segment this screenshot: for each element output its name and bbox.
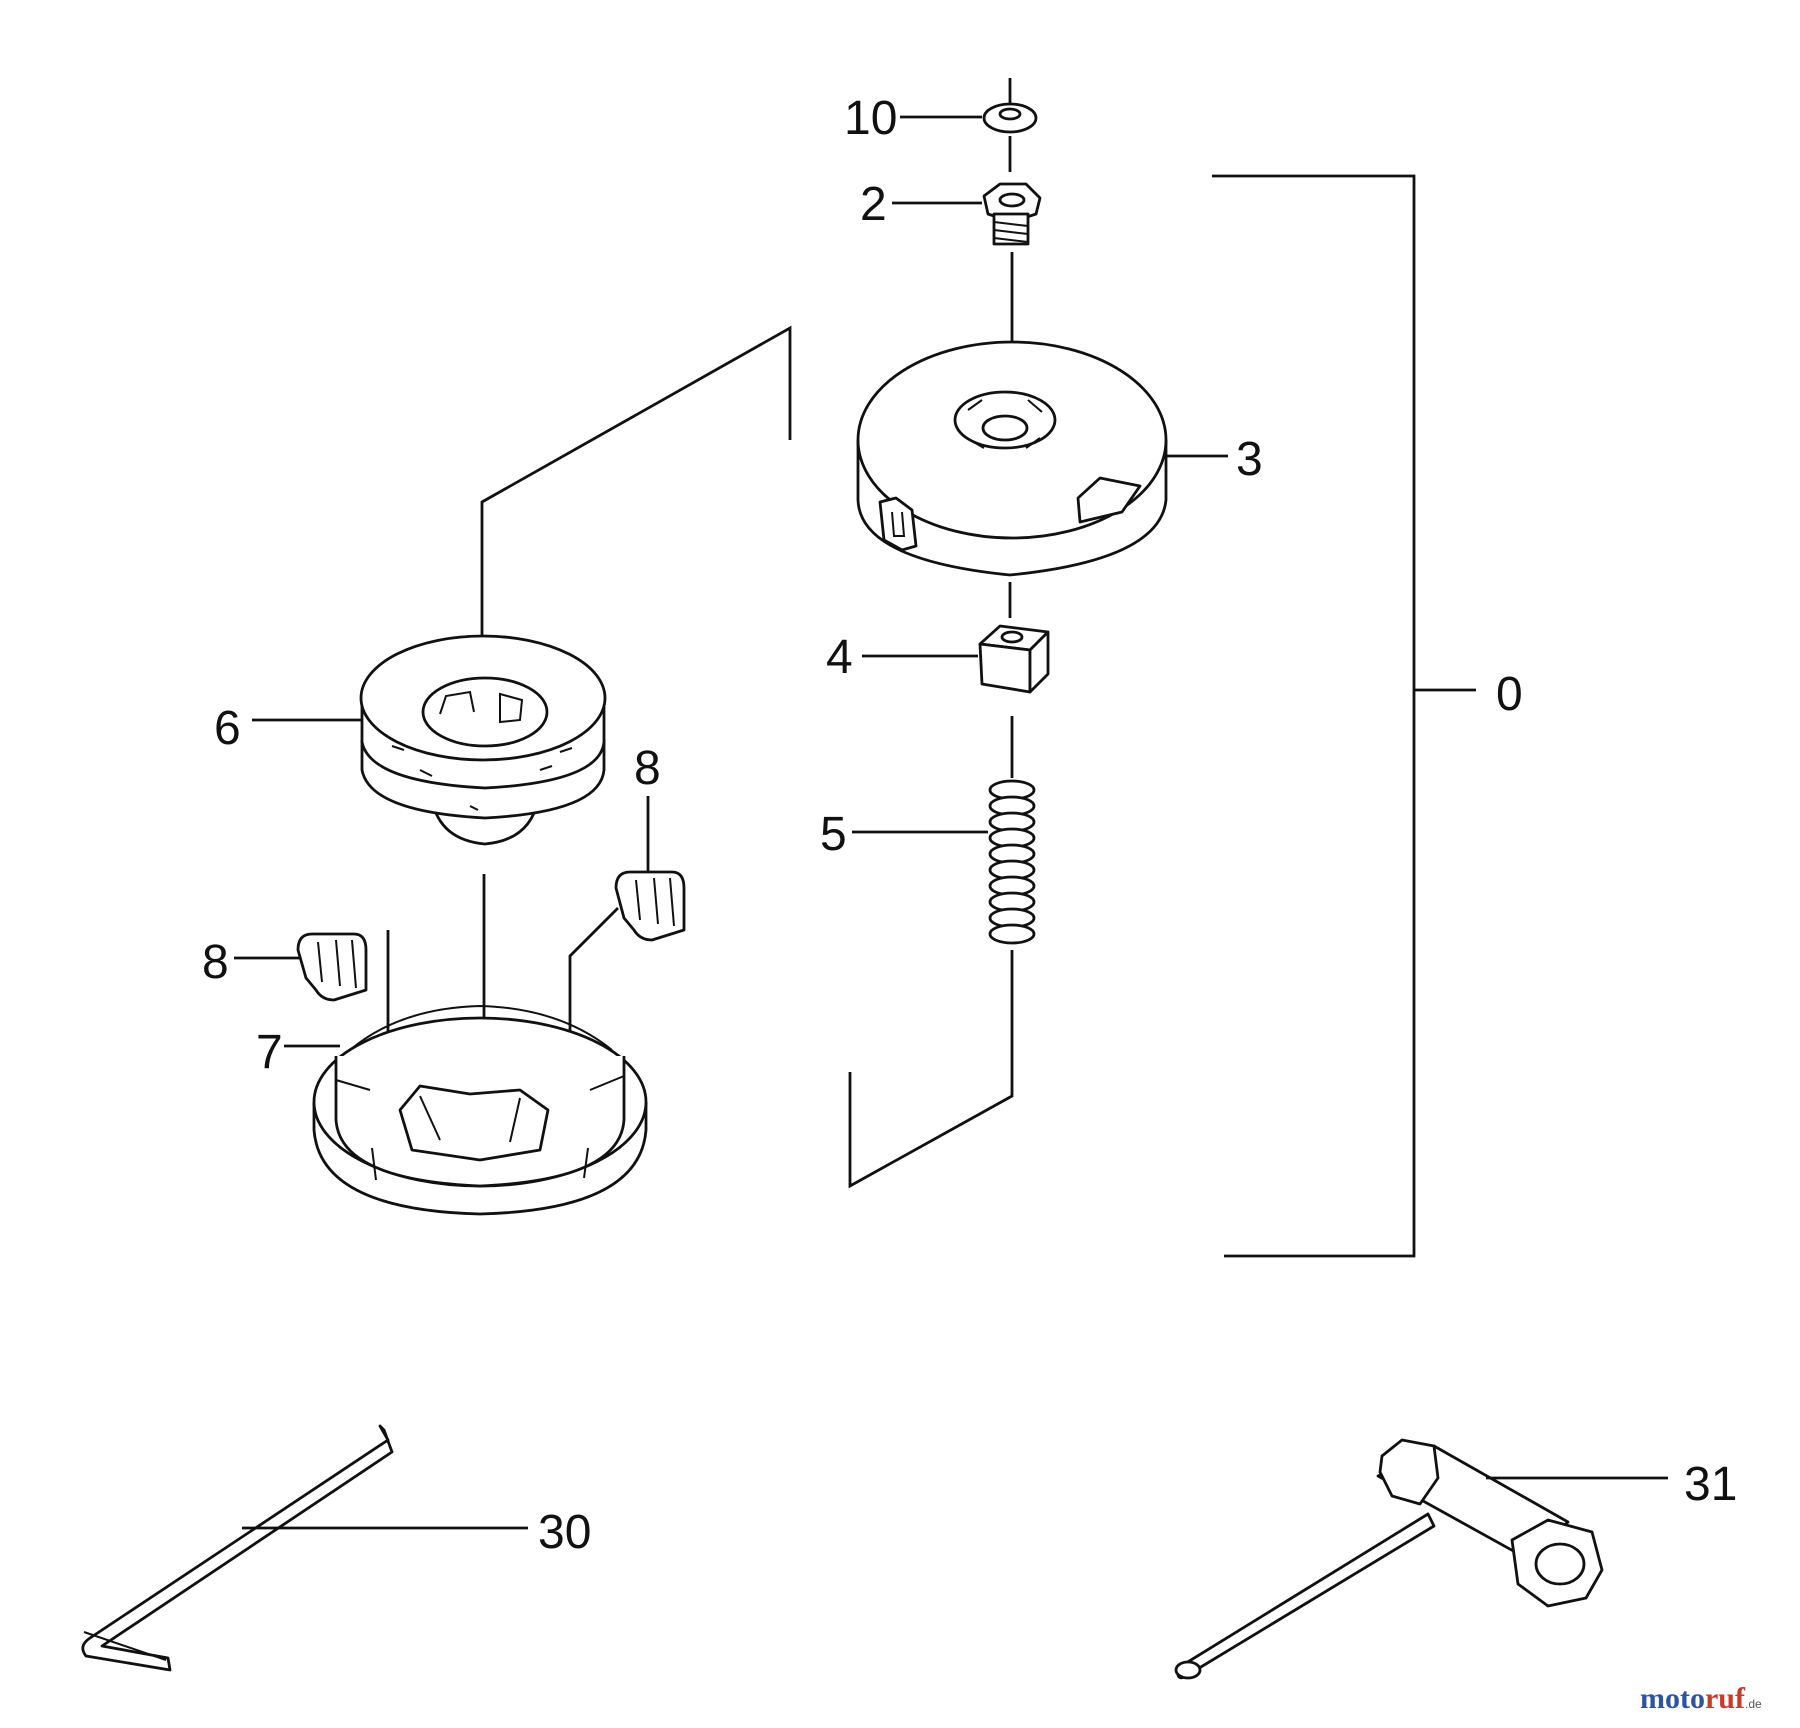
spool-cover-part-3 (856, 340, 1228, 577)
callout-10: 10 (844, 92, 897, 145)
spring-part-5 (848, 779, 1036, 1189)
callout-6: 6 (214, 702, 241, 755)
watermark-moto: moto (1640, 1682, 1705, 1715)
callout-2: 2 (860, 178, 887, 231)
svg-text:motoruf.de: motoruf.de (1640, 1682, 1762, 1715)
callout-5: 5 (820, 808, 847, 861)
hex-bolt-part-2 (892, 182, 1042, 420)
callout-3: 3 (1236, 433, 1263, 486)
watermark-tld: .de (1745, 1697, 1762, 1711)
callout-8-upper: 8 (634, 742, 661, 795)
callout-4: 4 (826, 631, 853, 684)
box-wrench-part-31 (1174, 1438, 1668, 1680)
spool-part-6 (252, 634, 607, 846)
hex-key-part-30 (81, 1424, 528, 1672)
callout-30: 30 (538, 1506, 591, 1559)
callout-7: 7 (256, 1026, 283, 1079)
watermark-logo: motoruf.de (1640, 1682, 1762, 1715)
callout-8-left: 8 (202, 936, 229, 989)
eyelet-part-8-upper (568, 796, 686, 1034)
leader-spool-to-cover (480, 325, 792, 712)
washer-part-10 (900, 78, 1038, 172)
assembly-bracket-0 (1212, 174, 1476, 1258)
leader-8-upper (568, 907, 619, 1034)
base-housing-part-7 (284, 874, 648, 1216)
callout-0: 0 (1496, 668, 1523, 721)
watermark-ruf: ruf (1705, 1682, 1746, 1715)
callout-31: 31 (1684, 1458, 1737, 1511)
square-nut-part-4 (862, 582, 1050, 778)
